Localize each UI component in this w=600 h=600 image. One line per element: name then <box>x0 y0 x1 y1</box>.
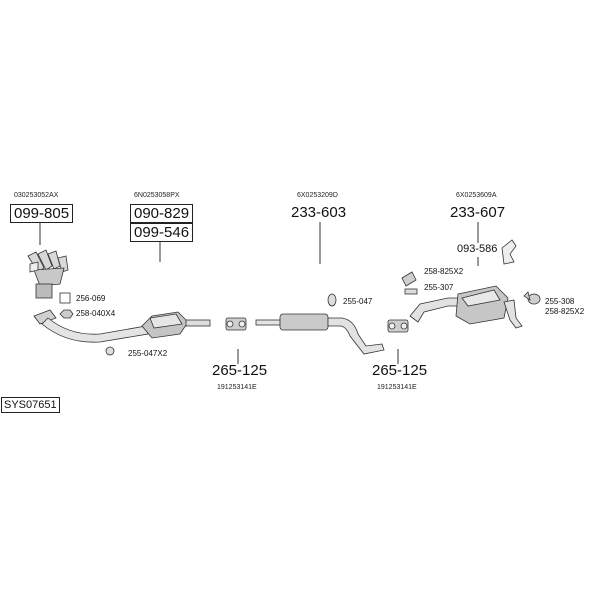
oem-rear-silencer: 6X0253609A <box>456 192 497 199</box>
manifold-shape <box>27 249 69 299</box>
part-studs[interactable]: 258-040X4 <box>76 309 116 318</box>
oem-manifold: 030253052AX <box>14 192 59 199</box>
stud-icon <box>59 309 74 319</box>
part-rubber-mount[interactable]: 258-825X2 <box>424 267 464 276</box>
part-catalyst-2[interactable]: 099-546 <box>130 223 194 242</box>
catalyst-shape <box>141 311 211 339</box>
part-clamp-left[interactable]: 265-125 <box>212 362 268 379</box>
part-front-silencer[interactable]: 233-603 <box>291 204 347 221</box>
hanger-shape <box>501 239 517 265</box>
oem-front-silencer: 6X0253209D <box>297 192 338 199</box>
part-manifold[interactable]: 099-805 <box>10 204 74 223</box>
part-ring-front[interactable]: 255-047 <box>343 297 373 306</box>
part-catalyst-1[interactable]: 090-829 <box>130 204 194 223</box>
ring-rear-shape <box>523 291 541 305</box>
downpipe-shape <box>33 309 149 343</box>
oem-clamp-right: 191253141E <box>377 384 417 391</box>
part-clamp-right[interactable]: 265-125 <box>372 362 428 379</box>
flange-gasket-icon <box>105 346 115 356</box>
rubber-mount-shape <box>401 271 418 295</box>
gasket-icon <box>59 292 71 304</box>
rear-silencer-shape <box>409 285 523 329</box>
part-hanger[interactable]: 093-586 <box>457 243 498 255</box>
part-rear-silencer[interactable]: 233-607 <box>450 204 506 221</box>
oem-clamp-left: 191253141E <box>217 384 257 391</box>
ring-front-icon <box>327 293 337 307</box>
oem-catalyst: 6N0253058PX <box>134 192 180 199</box>
system-id: SYS07651 <box>1 397 60 413</box>
front-silencer-shape <box>255 313 385 355</box>
clamp-left-shape <box>225 317 247 331</box>
part-gasket-x2[interactable]: 255-047X2 <box>128 349 168 358</box>
part-ring-mid[interactable]: 255-307 <box>424 283 454 292</box>
part-gasket[interactable]: 256-069 <box>76 294 106 303</box>
part-ring-rear[interactable]: 255-308 <box>545 297 575 306</box>
clamp-right-shape <box>387 319 409 333</box>
part-rubber-mount-rear[interactable]: 258-825X2 <box>545 307 585 316</box>
